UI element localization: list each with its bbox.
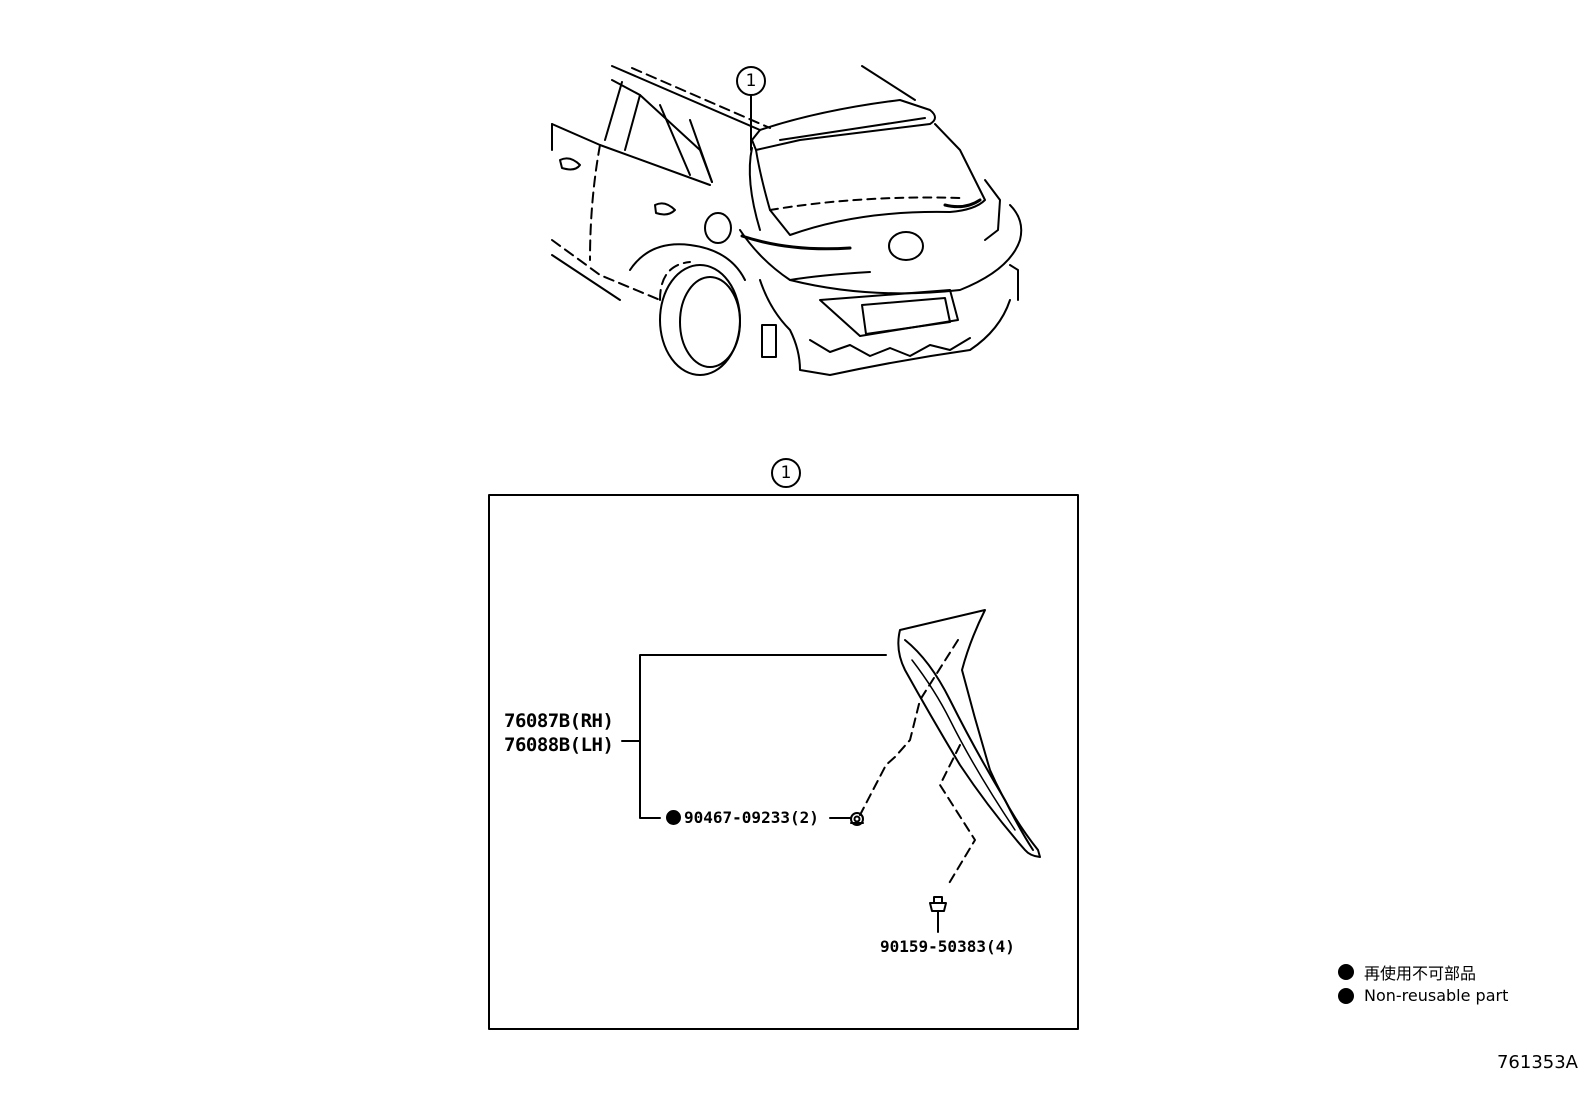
callout-circle <box>736 66 766 96</box>
part-label-garnish-lh: 76088B(LH) <box>504 734 614 756</box>
screw-icon <box>929 896 947 916</box>
part-label-garnish-rh: 76087B(RH) <box>504 710 614 732</box>
clip-part-number: 90467-09233(2) <box>684 808 819 827</box>
vehicle-illustration <box>551 65 1023 376</box>
non-reusable-dot-icon <box>1338 987 1354 1004</box>
part-label-clip: 90467-09233(2) <box>666 808 819 827</box>
exploded-view-frame <box>488 494 1079 1030</box>
garnish-part-illustration <box>897 609 1041 858</box>
callout-marker-top: 1 <box>736 66 766 96</box>
legend-text-japanese: 再使用不可部品 <box>1364 964 1477 983</box>
callout-circle <box>771 458 801 488</box>
non-reusable-dot-icon <box>1338 964 1354 980</box>
part-label-screw: 90159-50383(4) <box>880 937 1015 956</box>
legend-row-english: Non-reusable part <box>1338 986 1508 1005</box>
diagram-id: 761353A <box>1496 1052 1578 1073</box>
legend-row-japanese: 再使用不可部品 <box>1338 960 1476 984</box>
callout-number: 1 <box>780 462 792 483</box>
callout-marker-box: 1 <box>771 458 801 488</box>
non-reusable-dot-icon <box>666 810 681 825</box>
callout-number: 1 <box>745 70 757 91</box>
legend-text-english: Non-reusable part <box>1364 986 1509 1005</box>
clip-icon <box>850 812 864 826</box>
